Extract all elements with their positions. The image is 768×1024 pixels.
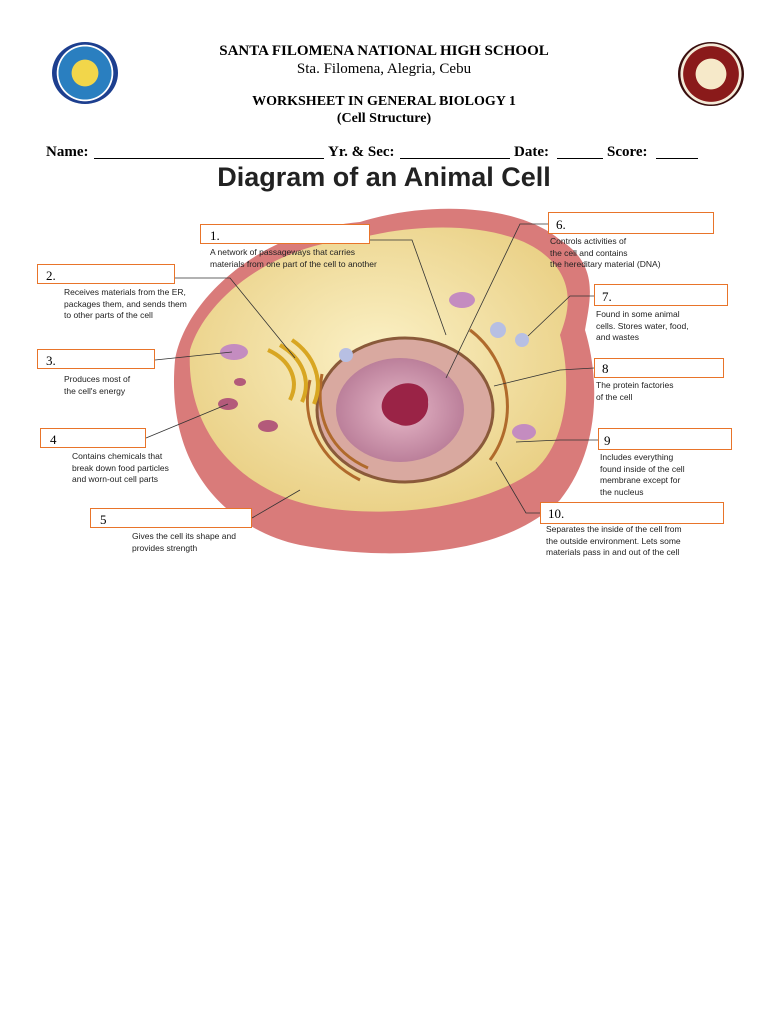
nucleolus [381,383,429,426]
date-blank[interactable] [557,158,603,159]
label-number-6: 6. [556,217,566,232]
score-label: Score: [607,144,648,160]
answer-box-4[interactable] [40,428,146,448]
answer-box-2[interactable] [37,264,175,284]
endoplasmic-reticulum [305,379,361,482]
answer-box-3[interactable] [37,349,155,369]
worksheet-subtitle: (Cell Structure) [336,111,432,126]
school-seal-left [52,42,118,104]
school-address: Sta. Filomena, Alegria, Cebu [296,61,472,77]
vacuole [339,348,353,362]
diagram-title: Diagram of an Animal Cell [217,162,551,192]
label-number-7: 7. [602,289,612,304]
answer-box-5[interactable] [90,508,252,528]
label-number-8: 8 [602,361,609,376]
label-number-4: 4 [50,432,57,447]
mitochondrion [220,344,248,360]
name-label: Name: [46,144,89,160]
label-number-9: 9 [604,433,611,448]
golgi-apparatus [267,348,296,401]
label-number-3: 3. [46,353,56,368]
label-number-10: 10. [548,506,565,521]
school-seal-right [678,42,744,106]
school-name: SANTA FILOMENA NATIONAL HIGH SCHOOL [219,43,549,59]
yr-sec-label: Yr. & Sec: [328,144,395,160]
label-description-2: Receives materials from the ER,packages … [64,287,187,320]
yr-sec-blank[interactable] [400,158,510,159]
label-number-1: 1. [210,228,220,243]
answer-box-1[interactable] [200,224,370,244]
worksheet-title: WORKSHEET IN GENERAL BIOLOGY 1 [252,94,516,109]
score-blank[interactable] [656,158,698,159]
answer-box-10[interactable] [540,502,724,524]
label-number-2: 2. [46,268,56,283]
answer-box-9[interactable] [598,428,732,450]
answer-box-6[interactable] [548,212,714,234]
answer-box-8[interactable] [594,358,724,378]
label-number-5: 5 [100,512,107,527]
answer-box-7[interactable] [594,284,728,306]
leader-lines [145,223,598,519]
date-label: Date: [514,144,549,160]
name-blank[interactable] [94,158,324,159]
